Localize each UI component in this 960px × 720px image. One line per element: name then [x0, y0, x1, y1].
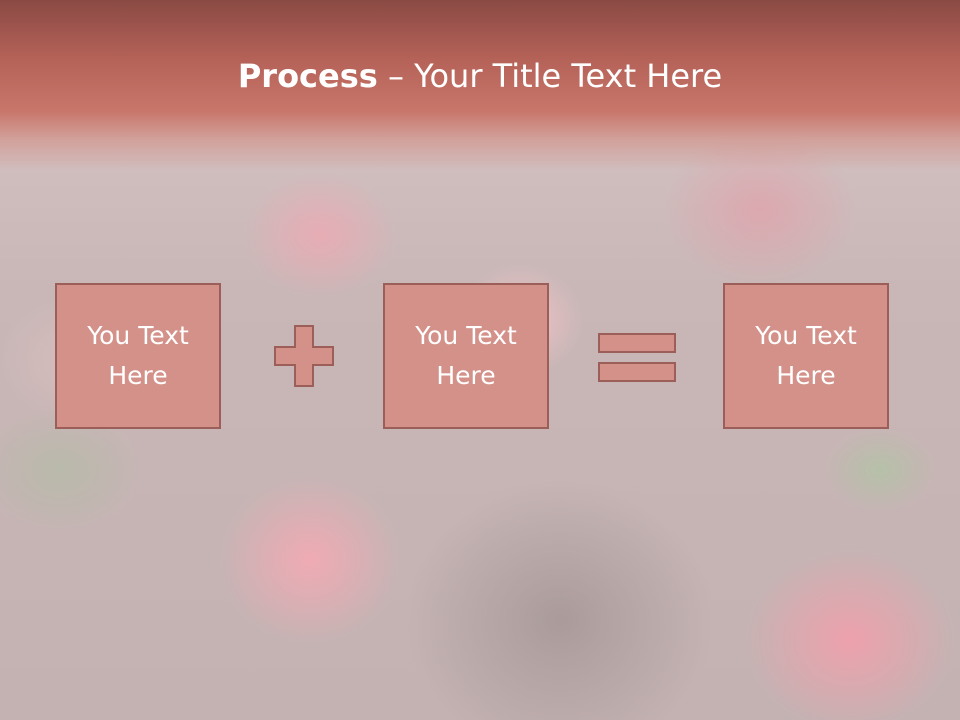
process-box-1: You Text Here — [55, 283, 221, 429]
process-box-text: You Text Here — [755, 321, 857, 390]
equals-bar-top — [598, 333, 676, 353]
title-rest: Your Title Text Here — [414, 57, 723, 95]
title-bold: Process — [237, 57, 378, 95]
plus-icon — [274, 325, 334, 387]
process-box-text: You Text Here — [87, 321, 189, 390]
title-dash: – — [377, 57, 415, 95]
title-bar — [0, 0, 960, 170]
process-box-text: You Text Here — [415, 321, 517, 390]
process-box-2: You Text Here — [383, 283, 549, 429]
equals-bar-bottom — [598, 362, 676, 382]
process-box-3: You Text Here — [723, 283, 889, 429]
slide-title: Process – Your Title Text Here — [0, 56, 960, 96]
